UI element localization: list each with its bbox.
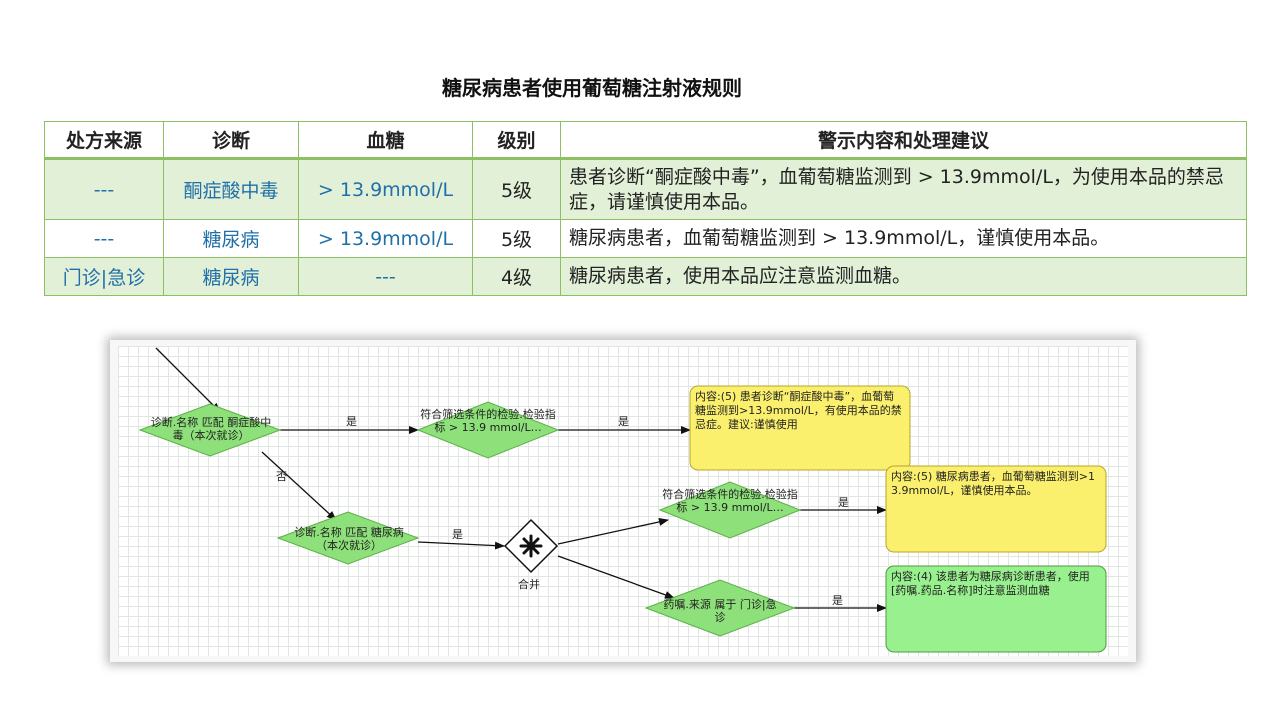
header-source: 处方来源 bbox=[44, 121, 164, 160]
decision-diamond bbox=[644, 579, 796, 637]
decision-diamond bbox=[658, 481, 802, 539]
cell-glucose: > 13.9mmol/L bbox=[298, 158, 473, 220]
page-title: 糖尿病患者使用葡萄糖注射液规则 bbox=[442, 76, 742, 100]
edge-merge-d5 bbox=[557, 555, 675, 599]
edge-label-yes: 是 bbox=[838, 496, 849, 509]
header-level: 级别 bbox=[472, 121, 561, 160]
table-row: --- 酮症酸中毒 > 13.9mmol/L 5级 患者诊断“酮症酸中毒”，血葡… bbox=[44, 158, 1247, 220]
cell-level: 5级 bbox=[472, 219, 561, 258]
cell-diagnosis: 酮症酸中毒 bbox=[163, 158, 299, 220]
cell-diagnosis: 糖尿病 bbox=[163, 219, 299, 258]
decision-diamond bbox=[416, 401, 560, 459]
note-box bbox=[885, 465, 1107, 553]
edge-d1-d3 bbox=[261, 451, 337, 521]
cell-source: --- bbox=[44, 219, 164, 258]
edge-label-no: 否 bbox=[276, 470, 287, 483]
header-diagnosis: 诊断 bbox=[163, 121, 299, 160]
decision-diamond bbox=[138, 403, 282, 457]
decision-d5-text: 药嘱.来源 属于 门诊|急诊 bbox=[663, 598, 777, 624]
flowchart-svg bbox=[138, 347, 1107, 653]
cell-source: --- bbox=[44, 158, 164, 220]
note-box bbox=[689, 385, 911, 471]
cell-warning: 糖尿病患者，使用本品应注意监测血糖。 bbox=[560, 257, 1247, 296]
merge-star-icon bbox=[519, 534, 543, 558]
cell-glucose: --- bbox=[298, 257, 473, 296]
table-row: --- 糖尿病 > 13.9mmol/L 5级 糖尿病患者，血葡萄糖监测到 > … bbox=[44, 219, 1247, 258]
table-header-row: 处方来源 诊断 血糖 级别 警示内容和处理建议 bbox=[44, 121, 1247, 160]
edge-d3-merge bbox=[417, 541, 505, 550]
header-warning: 警示内容和处理建议 bbox=[560, 121, 1247, 160]
flowchart-canvas: 诊断.名称 匹配 酮症酸中毒（本次就诊） 符合筛选条件的检验.检验指标 > 13… bbox=[118, 346, 1128, 656]
cell-diagnosis: 糖尿病 bbox=[163, 257, 299, 296]
edge-label-yes: 是 bbox=[346, 415, 357, 428]
edge-label-yes: 是 bbox=[832, 594, 843, 607]
note-n2-text: 内容:(5) 糖尿病患者，血葡萄糖监测到>13.9mmol/L，谨慎使用本品。 bbox=[891, 470, 1095, 497]
cell-source: 门诊|急诊 bbox=[44, 257, 164, 296]
cell-warning: 糖尿病患者，血葡萄糖监测到 > 13.9mmol/L，谨慎使用本品。 bbox=[560, 219, 1247, 258]
edge-label-yes: 是 bbox=[618, 415, 629, 428]
decision-d1-text: 诊断.名称 匹配 酮症酸中毒（本次就诊） bbox=[150, 416, 272, 442]
cell-level: 5级 bbox=[472, 158, 561, 220]
header-glucose: 血糖 bbox=[298, 121, 473, 160]
table-row: 门诊|急诊 糖尿病 --- 4级 糖尿病患者，使用本品应注意监测血糖。 bbox=[44, 257, 1247, 296]
note-n3-text: 内容:(4) 该患者为糖尿病诊断患者，使用[药嘱.药品.名称]时注意监测血糖 bbox=[891, 570, 1090, 597]
decision-diamond bbox=[276, 511, 420, 565]
decision-d3-text: 诊断.名称 匹配 糖尿病（本次就诊） bbox=[294, 526, 404, 552]
decision-d2-text: 符合筛选条件的检验.检验指标 > 13.9 mmol/L… bbox=[420, 408, 556, 434]
note-n1-text: 内容:(5) 患者诊断“酮症酸中毒”，血葡萄糖监测到>13.9mmol/L，有使… bbox=[695, 390, 902, 431]
cell-level: 4级 bbox=[472, 257, 561, 296]
edge-merge-d4 bbox=[557, 518, 669, 545]
cell-warning: 患者诊断“酮症酸中毒”，血葡萄糖监测到 > 13.9mmol/L，为使用本品的禁… bbox=[560, 158, 1247, 220]
merge-label: 合并 bbox=[518, 578, 540, 591]
edge-label-yes: 是 bbox=[452, 528, 463, 541]
flowchart-screenshot: 诊断.名称 匹配 酮症酸中毒（本次就诊） 符合筛选条件的检验.检验指标 > 13… bbox=[110, 340, 1136, 662]
edge-entry bbox=[155, 347, 221, 413]
cell-glucose: > 13.9mmol/L bbox=[298, 219, 473, 258]
decision-d4-text: 符合筛选条件的检验.检验指标 > 13.9 mmol/L… bbox=[662, 488, 798, 514]
note-box bbox=[885, 565, 1107, 653]
rules-table: 处方来源 诊断 血糖 级别 警示内容和处理建议 --- 酮症酸中毒 > 13.9… bbox=[44, 121, 1247, 296]
